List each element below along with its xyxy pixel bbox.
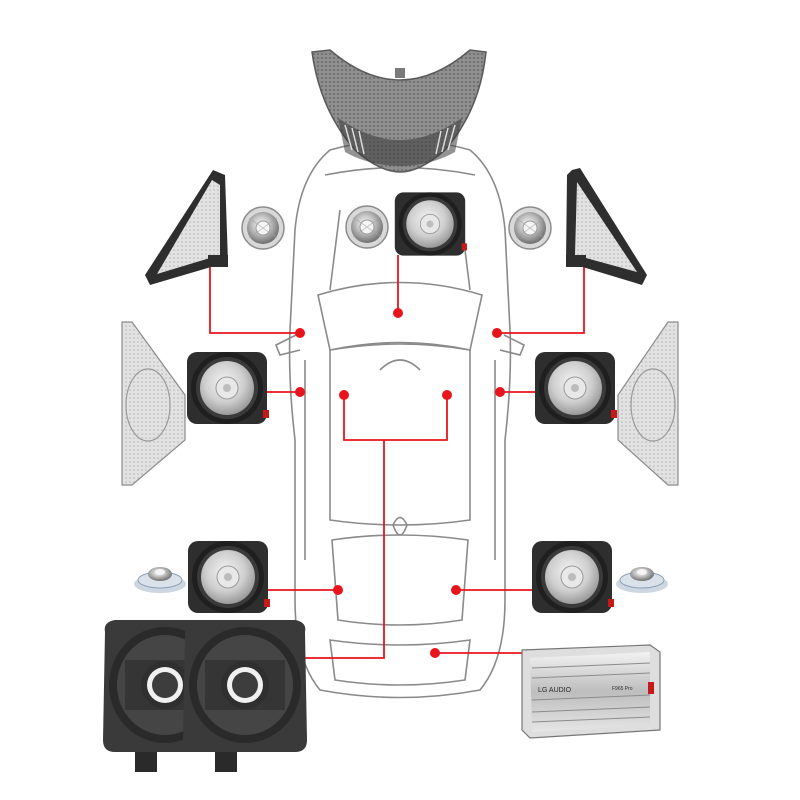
point-left-seat bbox=[339, 390, 349, 400]
point-right-front-door bbox=[495, 387, 505, 397]
front-left-door-grille bbox=[121, 321, 186, 486]
wire-rear-doors-bus bbox=[343, 395, 448, 441]
front-left-a-pillar-grille bbox=[145, 170, 228, 285]
point-center bbox=[393, 308, 403, 318]
amplifier-brand: LG AUDIO bbox=[538, 687, 572, 694]
trunk bbox=[329, 639, 471, 686]
point-right-a-pillar bbox=[492, 328, 502, 338]
point-trunk bbox=[430, 648, 440, 658]
center-tweeter bbox=[345, 205, 389, 249]
side-lines bbox=[304, 360, 496, 560]
windshield bbox=[317, 281, 483, 351]
car-outline bbox=[274, 139, 526, 699]
wiring bbox=[209, 255, 585, 659]
point-left-front-door bbox=[295, 387, 305, 397]
rear-window bbox=[331, 534, 469, 626]
connection-points bbox=[208, 260, 586, 658]
roof bbox=[329, 343, 471, 526]
car-body bbox=[288, 139, 512, 699]
front-left-tweeter bbox=[241, 206, 285, 250]
point-left-a-pillar bbox=[295, 328, 305, 338]
front-right-a-pillar-grille bbox=[566, 168, 647, 285]
amplifier: LG AUDIO F965 Pro bbox=[521, 644, 661, 739]
underseat-subwoofer-right bbox=[183, 620, 307, 772]
point-left-rear-door bbox=[333, 585, 343, 595]
rear-left-tweeter bbox=[133, 566, 187, 594]
rear-logo bbox=[392, 516, 408, 536]
front-right-door-woofer bbox=[534, 351, 618, 425]
point-right-seat bbox=[442, 390, 452, 400]
wire-subwoofer bbox=[272, 440, 385, 659]
rear-right-tweeter bbox=[615, 566, 669, 594]
point-right-rear-door bbox=[451, 585, 461, 595]
front-right-tweeter bbox=[508, 206, 552, 250]
wire-left-a-pillar bbox=[209, 262, 300, 334]
center-console bbox=[379, 359, 421, 371]
wire-right-a-pillar bbox=[497, 262, 585, 334]
rear-left-door-woofer bbox=[187, 540, 271, 614]
front-left-door-woofer bbox=[186, 351, 270, 425]
front-right-door-grille bbox=[617, 321, 679, 486]
amplifier-model: F965 Pro bbox=[612, 686, 633, 692]
center-dash-midrange bbox=[394, 191, 468, 257]
center-dash-grille bbox=[311, 49, 487, 173]
left-mirror bbox=[274, 334, 301, 356]
right-mirror bbox=[499, 334, 526, 356]
rear-right-door-woofer bbox=[531, 540, 615, 614]
